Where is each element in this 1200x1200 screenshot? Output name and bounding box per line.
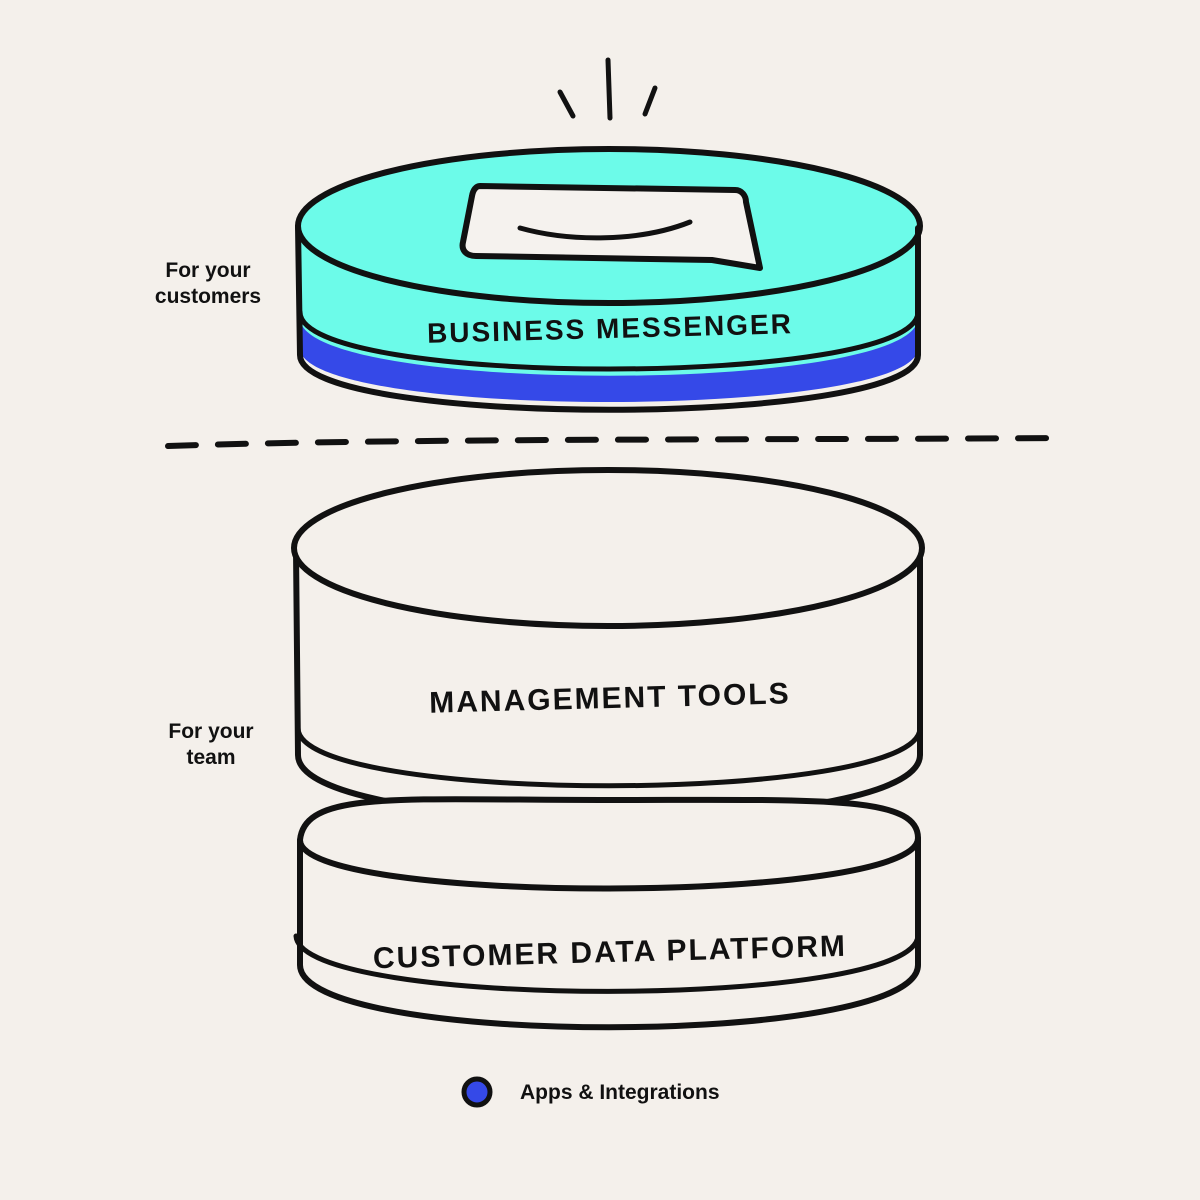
chat-bubble-icon [459,183,763,271]
section-divider [165,435,1061,449]
for-your-customers-label: For your customers [154,259,262,308]
sparkle-icon [557,57,658,121]
management-tools-layer [291,467,925,822]
for-your-team-label: For your team [168,720,254,769]
blue-dot-icon [461,1076,493,1108]
business-messenger-layer [295,146,923,413]
customer-data-platform-layer [293,796,921,1031]
legend-label: Apps & Integrations [520,1081,720,1104]
